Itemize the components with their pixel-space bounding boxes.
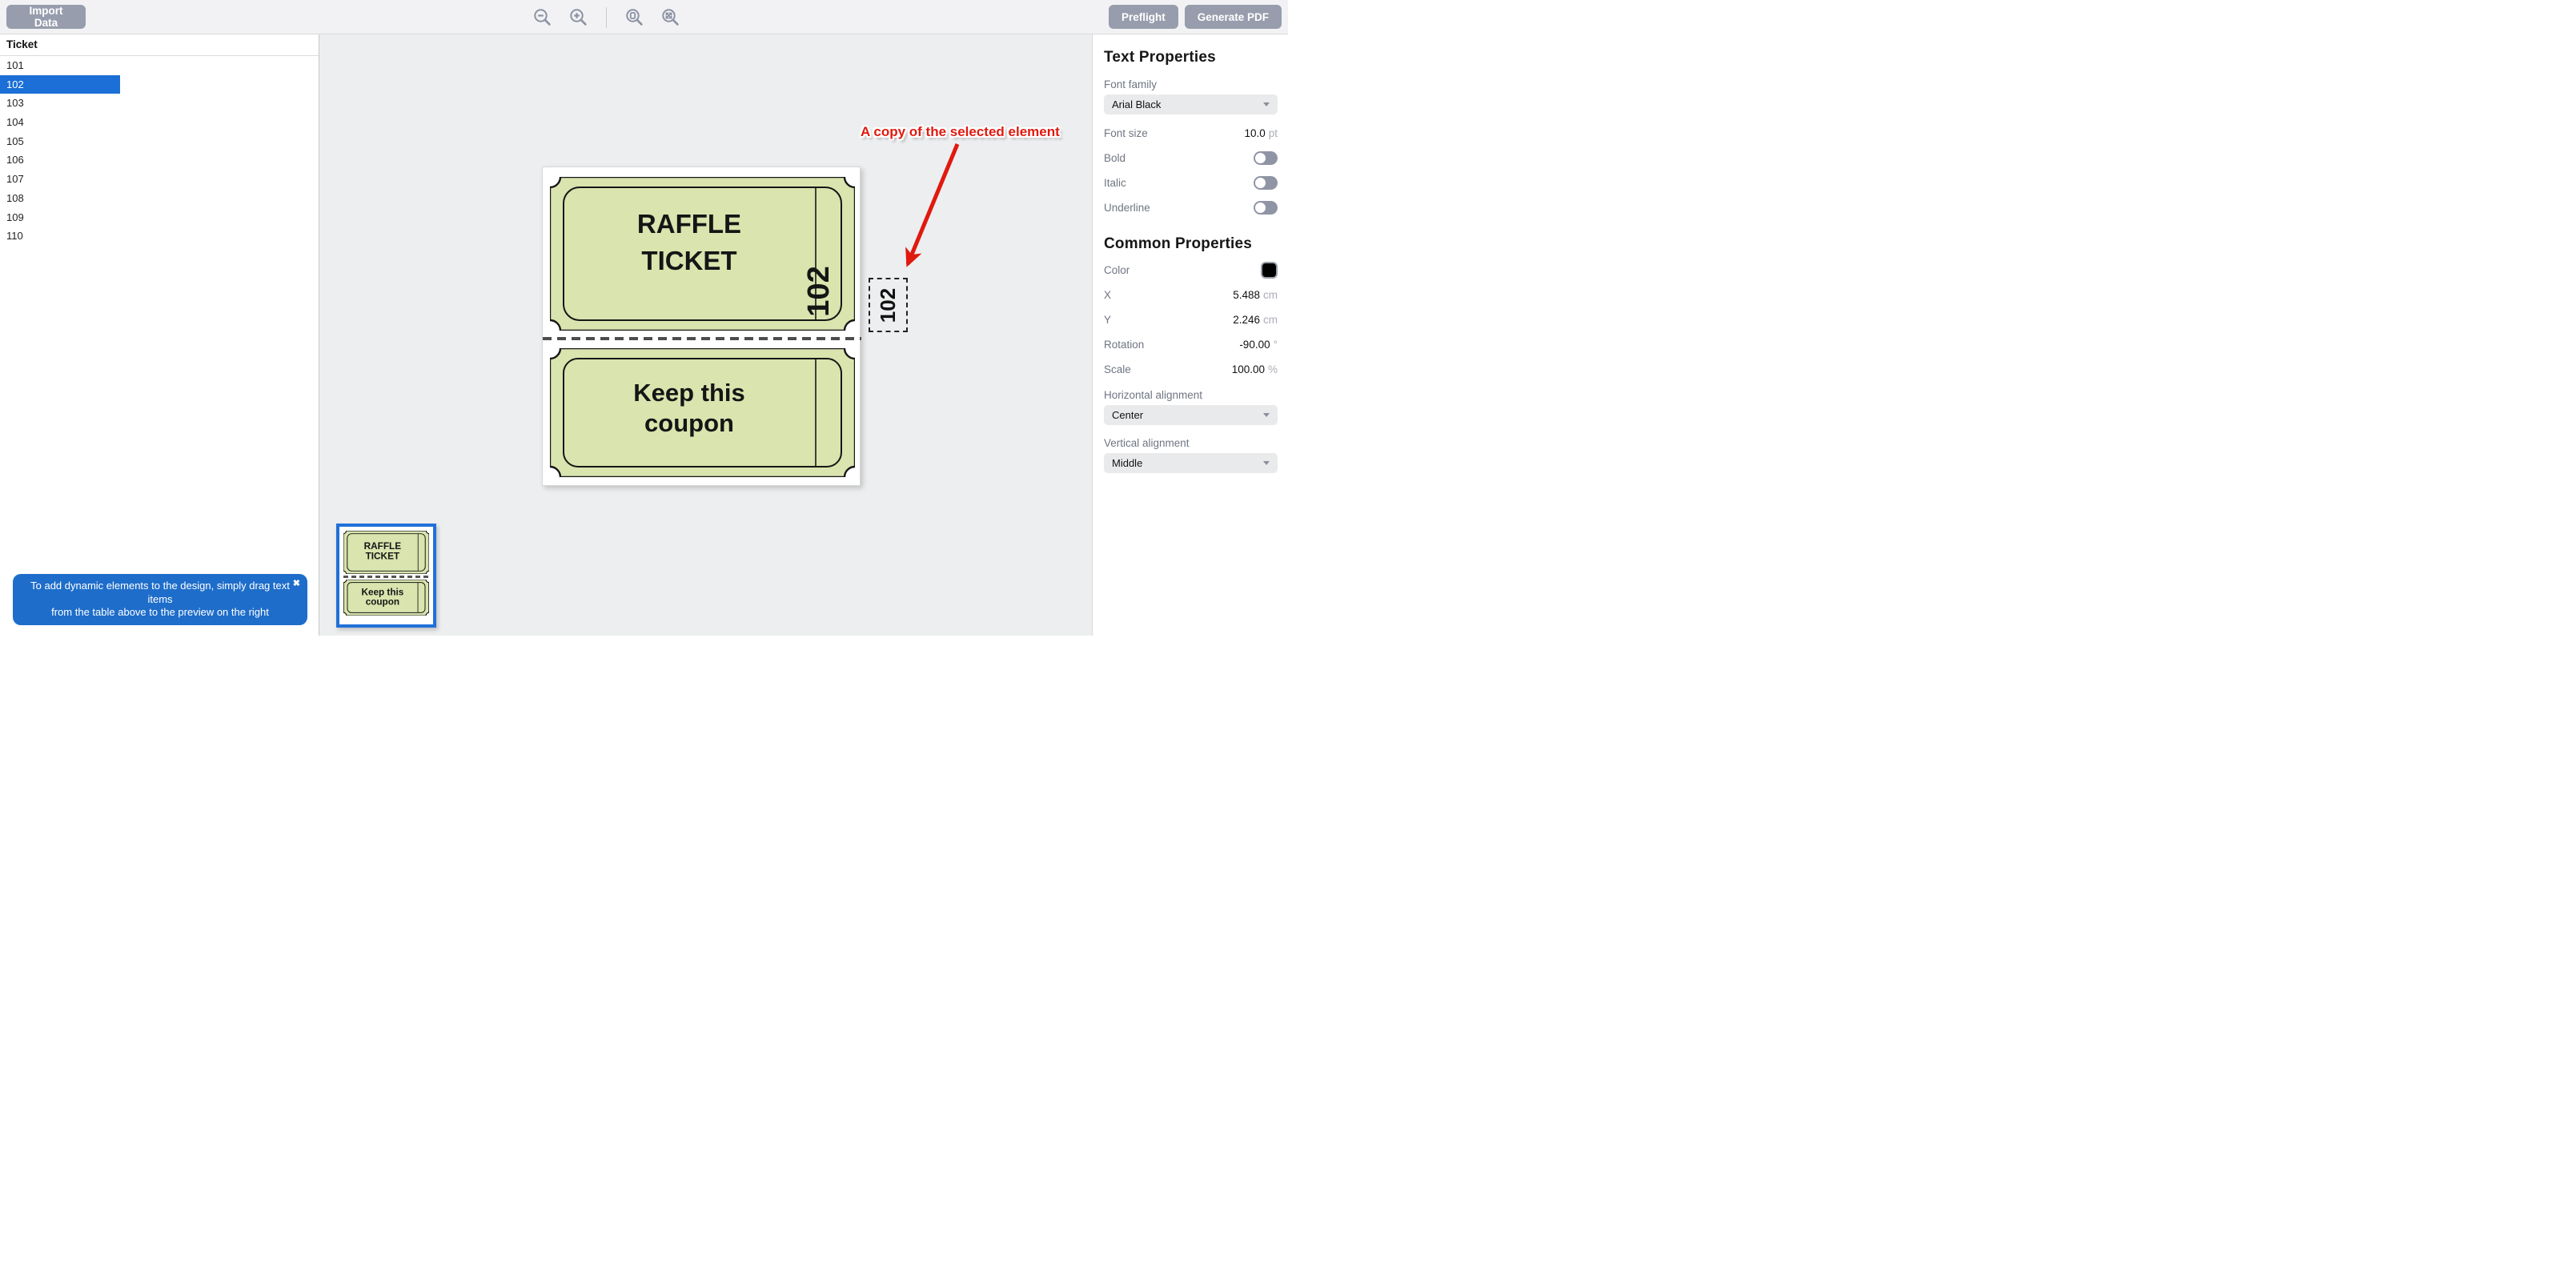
vertical-alignment-select[interactable]: Middle xyxy=(1104,453,1278,473)
common-properties-title: Common Properties xyxy=(1104,235,1252,252)
data-table-panel: Ticket 101 102 103 104 105 106 107 108 1… xyxy=(0,34,319,636)
zoom-controls xyxy=(533,0,680,34)
x-label: X xyxy=(1104,288,1112,301)
ticket-row[interactable]: 109 xyxy=(6,211,24,223)
close-icon[interactable]: ✖ xyxy=(292,579,300,588)
chevron-down-icon xyxy=(1263,461,1270,465)
design-canvas[interactable]: RAFFLE TICKET 102 Keep this coupon 102 A… xyxy=(319,34,1092,636)
svg-text:RAFFLE: RAFFLE xyxy=(364,541,402,552)
font-size-label: Font size xyxy=(1104,126,1148,139)
zoom-page-icon[interactable] xyxy=(625,8,644,26)
zoom-out-icon[interactable] xyxy=(533,8,552,26)
ticket-row[interactable]: 101 xyxy=(6,59,24,71)
thumbnail-page: RAFFLE TICKET Keep this coupon xyxy=(339,527,433,624)
italic-label: Italic xyxy=(1104,176,1126,189)
thumbnail-perforation-line xyxy=(343,576,429,578)
copy-element-text: 102 xyxy=(875,287,900,323)
chevron-down-icon xyxy=(1263,413,1270,417)
zoom-fit-icon[interactable] xyxy=(661,8,680,26)
table-column-header: Ticket xyxy=(0,34,319,56)
toolbar-divider xyxy=(606,6,607,28)
text-properties-title: Text Properties xyxy=(1104,49,1216,66)
svg-text:TICKET: TICKET xyxy=(366,551,400,561)
import-data-button[interactable]: Import Data xyxy=(6,5,86,29)
rotation-value[interactable]: -90.00° xyxy=(1239,338,1278,351)
coupon-text-line1[interactable]: Keep this xyxy=(633,379,745,407)
bold-toggle[interactable] xyxy=(1254,150,1278,165)
notification-text-line2: from the table above to the preview on t… xyxy=(51,606,269,619)
coupon-shape: Keep this coupon xyxy=(550,348,855,477)
thumbnail-coupon: Keep this coupon xyxy=(343,580,429,616)
scale-label: Scale xyxy=(1104,363,1131,375)
raffle-ticket-shape: RAFFLE TICKET 102 xyxy=(550,177,855,331)
properties-panel: Text Properties Font family Arial Black … xyxy=(1092,34,1288,636)
ticket-row[interactable]: 104 xyxy=(6,116,24,129)
scale-value[interactable]: 100.00% xyxy=(1231,363,1278,375)
selected-element-copy[interactable]: 102 xyxy=(869,278,908,332)
font-family-label: Font family xyxy=(1104,78,1158,90)
page-thumbnail[interactable]: RAFFLE TICKET Keep this coupon xyxy=(336,524,436,628)
generate-pdf-button[interactable]: Generate PDF xyxy=(1184,5,1282,29)
ticket-row[interactable]: 105 xyxy=(6,134,24,147)
ticket-row[interactable]: 110 xyxy=(6,230,23,243)
notification-text-line1: To add dynamic elements to the design, s… xyxy=(30,580,290,605)
zoom-in-icon[interactable] xyxy=(569,8,588,26)
vertical-alignment-label: Vertical alignment xyxy=(1104,437,1190,449)
toolbar: Import Data xyxy=(0,0,1288,34)
ticket-row-selected[interactable]: 102 xyxy=(0,74,120,94)
perforation-line xyxy=(543,337,861,340)
bold-label: Bold xyxy=(1104,151,1126,164)
color-label: Color xyxy=(1104,263,1130,276)
rotation-label: Rotation xyxy=(1104,338,1145,351)
color-swatch[interactable] xyxy=(1261,261,1278,279)
design-page: RAFFLE TICKET 102 Keep this coupon xyxy=(542,167,861,486)
chevron-down-icon xyxy=(1263,102,1270,106)
y-label: Y xyxy=(1104,313,1112,326)
thumbnail-raffle-ticket: RAFFLE TICKET xyxy=(343,531,429,574)
italic-toggle[interactable] xyxy=(1254,175,1278,190)
annotation-label: A copy of the selected element xyxy=(861,124,1060,139)
horizontal-alignment-select[interactable]: Center xyxy=(1104,405,1278,425)
ticket-row[interactable]: 108 xyxy=(6,191,24,204)
svg-text:Keep this: Keep this xyxy=(362,588,404,598)
ticket-row[interactable]: 107 xyxy=(6,173,24,186)
horizontal-alignment-label: Horizontal alignment xyxy=(1104,389,1203,401)
font-family-select[interactable]: Arial Black xyxy=(1104,94,1278,114)
preflight-button[interactable]: Preflight xyxy=(1108,5,1178,29)
underline-label: Underline xyxy=(1104,201,1150,214)
ticket-number-stub[interactable]: 102 xyxy=(802,266,836,316)
underline-toggle[interactable] xyxy=(1254,200,1278,215)
ticket-row[interactable]: 103 xyxy=(6,97,24,110)
coupon-text-line2[interactable]: coupon xyxy=(644,409,734,437)
ticket-title-line2[interactable]: TICKET xyxy=(641,246,736,275)
ticket-title-line1[interactable]: RAFFLE xyxy=(637,209,741,239)
ticket-row[interactable]: 106 xyxy=(6,154,24,167)
hint-notification: To add dynamic elements to the design, s… xyxy=(13,574,307,625)
svg-text:coupon: coupon xyxy=(366,596,399,607)
